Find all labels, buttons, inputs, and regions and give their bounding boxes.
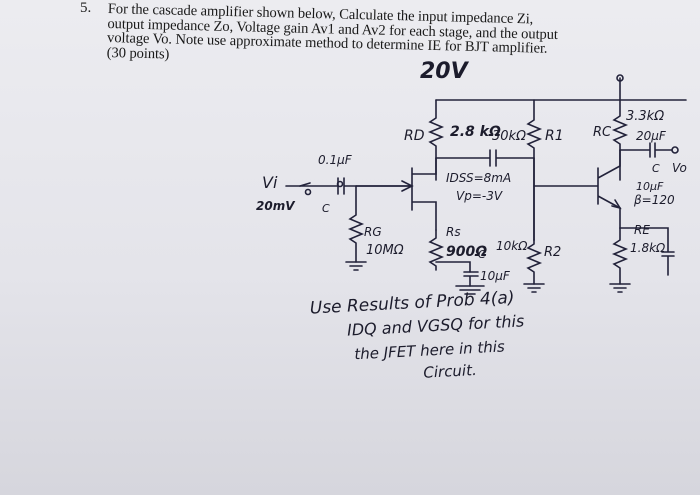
label-c-s: 10μF [480, 269, 511, 283]
label-beta: β=120 [633, 193, 675, 207]
label-re: RE [634, 223, 650, 237]
label-rs-value: 900Ω [446, 244, 487, 260]
rg-resistor [347, 185, 365, 263]
ground [523, 283, 545, 293]
label-r2: R2 [544, 245, 561, 260]
label-c-in: 0.1μF [318, 153, 353, 167]
r2-resistor [525, 239, 543, 285]
label-idss: IDSS=8mA [446, 171, 511, 185]
label-rg: RG [364, 225, 382, 239]
label-vp: Vp=-3V [456, 189, 503, 203]
label-rc-value: 3.3kΩ [626, 109, 664, 124]
re-resistor [611, 227, 629, 285]
coupling-cap [435, 149, 535, 167]
jfet-symbol [411, 157, 437, 231]
note-line-4: Circuit. [423, 361, 477, 382]
ground [345, 261, 367, 271]
label-rg-value: 10MΩ [366, 243, 404, 258]
label-rs-node: C [478, 248, 486, 261]
r1-resistor [525, 99, 543, 241]
rc-resistor [611, 99, 629, 181]
label-c-in-node: C [322, 202, 330, 215]
rs-resistor [427, 229, 445, 271]
note-line-2: IDQ and VGSQ for this [347, 311, 525, 339]
label-c-out: 20μF [636, 129, 667, 143]
label-c-e: 10μF [636, 180, 664, 193]
label-vi: Vi [262, 173, 278, 192]
output-cap [619, 142, 673, 158]
label-rd: RD [404, 128, 425, 144]
label-rd-value: 2.8 kΩ [450, 124, 501, 140]
rd-resistor [427, 99, 445, 181]
label-r1-value: 30kΩ [492, 129, 526, 144]
source-cap [463, 271, 479, 287]
supply-node [616, 74, 624, 82]
label-rs: Rs [446, 225, 461, 239]
ground [609, 283, 631, 293]
label-c-out-node: C [652, 162, 660, 175]
label-r2-value: 10kΩ [496, 239, 528, 253]
label-vo: Vo [672, 161, 687, 175]
label-re-value: 1.8kΩ [630, 241, 666, 255]
bjt-symbol [533, 149, 621, 229]
ground [455, 285, 485, 295]
label-r1: R1 [545, 128, 564, 144]
note-line-3: the JFET here in this [354, 337, 505, 363]
label-rc: RC [593, 125, 612, 140]
question-number: 5. [80, 0, 92, 16]
label-vi-value: 20mV [256, 199, 296, 213]
input-cap [285, 177, 413, 195]
label-supply: 20V [420, 59, 470, 84]
